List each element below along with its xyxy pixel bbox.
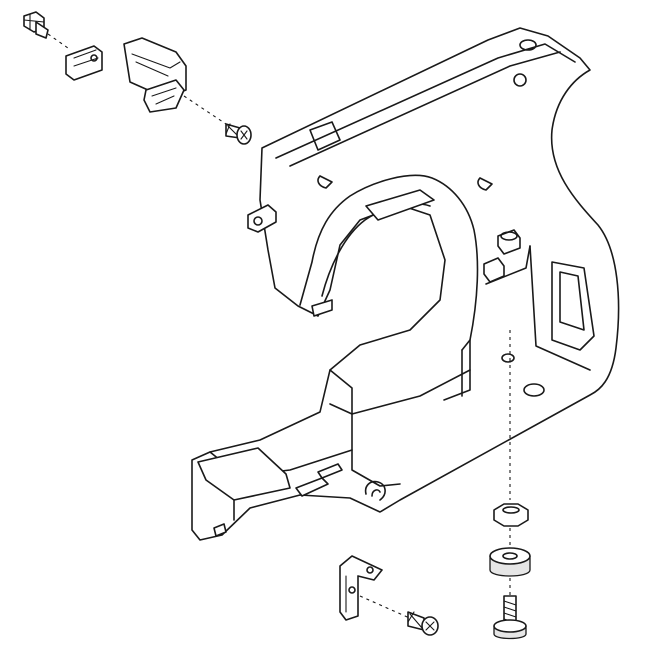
- hex-nut-icon: [493, 503, 529, 527]
- lower-screw-icon: [407, 611, 439, 636]
- switch-bracket-icon: [65, 45, 103, 81]
- tapping-screw-icon: [225, 123, 252, 145]
- small-screw-icon: [23, 11, 49, 39]
- rubber-cushion-icon: [489, 547, 531, 577]
- switch-cover-icon: [123, 37, 187, 113]
- mounting-bolt-icon: [493, 595, 527, 640]
- main-frame-icon: [191, 27, 620, 541]
- lower-bracket-icon: [339, 555, 383, 621]
